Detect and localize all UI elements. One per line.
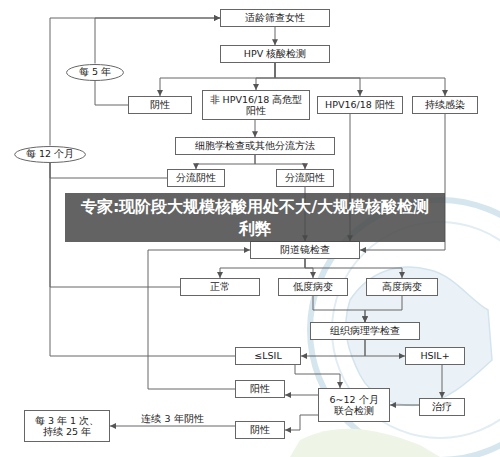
process-box: 每 3 年 1 次、持续 25 年 [24,410,110,442]
watermark-wheat [290,429,440,457]
connector [50,163,235,357]
node-text: 每 3 年 1 次、持续 25 年 [30,415,104,438]
process-box: 分流阴性 [167,169,225,186]
node-text: 持续感染 [425,99,465,110]
node-text: 正常 [210,281,230,292]
node-text: 非 HPV16/18 高危型 阳性 [208,94,304,117]
process-box: 非 HPV16/18 高危型 阳性 [202,90,310,120]
connector [220,259,305,278]
connector [255,120,256,137]
connector [390,405,419,406]
connector [295,365,340,388]
process-box: 阴性 [128,96,192,114]
connector [148,250,250,389]
node-text: HPV16/18 阳性 [325,99,395,110]
connector [285,415,318,430]
node-text: 每 12 个月 [26,148,74,159]
process-box: HPV16/18 阳性 [317,96,403,114]
process-box: 6~12 个月 联合检测 [318,388,390,422]
process-box: HPV 核酸检测 [220,45,330,62]
connector [285,395,318,396]
connector [95,81,128,106]
connector [442,365,443,398]
connector [365,340,405,356]
process-box: 低度病变 [278,278,348,296]
connector [313,296,365,322]
node-text: 分流阴性 [176,172,216,183]
connector [305,259,402,278]
connector [255,155,305,170]
connector [50,163,167,179]
node-text: 阴性 [250,424,270,435]
node-text: 阴道镜检查 [280,244,330,255]
process-box: 治疗 [419,398,465,416]
edge-label: 连续 3 年阴性 [139,413,205,424]
node-text: HPV 核酸检测 [244,48,306,59]
process-box: ≤LSIL [235,347,301,364]
process-box: 阴道镜检查 [250,241,360,258]
process-box: 高度病变 [366,278,438,296]
node-text: 低度病变 [293,281,333,292]
node-text: 治疗 [432,401,452,412]
process-box: 阳性 [235,380,285,398]
node-text: 每 5 年 [79,66,111,77]
connector [275,27,276,46]
connector [50,18,220,146]
node-text: 阳性 [250,383,270,394]
process-box: HSIL+ [405,347,465,364]
connector [196,155,255,170]
process-box: 细胞学检查或其他分流方法 [175,137,335,154]
headline-banner: 专家:现阶段大规模核酸用处不大/大规模核酸检测利弊 [65,193,445,242]
connector [301,340,365,356]
process-box: 组织病理学检查 [310,322,420,339]
node-text: 细胞学检查或其他分流方法 [195,140,315,151]
connector [256,63,275,90]
node-text: 6~12 个月 联合检测 [324,394,384,417]
oval-node: 每 5 年 [66,64,124,81]
connector [95,18,220,64]
connector [365,296,402,322]
node-text: 适龄筛查女性 [245,12,305,23]
node-text: 高度病变 [382,281,422,292]
oval-node: 每 12 个月 [14,146,86,163]
node-text: HSIL+ [420,350,449,361]
process-box: 正常 [180,278,260,296]
process-box: 分流阳性 [276,169,334,186]
process-box: 适龄筛查女性 [220,9,330,26]
node-text: 分流阳性 [285,172,325,183]
connector [110,426,235,427]
process-box: 阴性 [235,421,285,439]
node-text: 阴性 [150,99,170,110]
process-box: 持续感染 [412,96,478,114]
node-text: ≤LSIL [254,350,281,361]
node-text: 组织病理学检查 [330,325,400,336]
